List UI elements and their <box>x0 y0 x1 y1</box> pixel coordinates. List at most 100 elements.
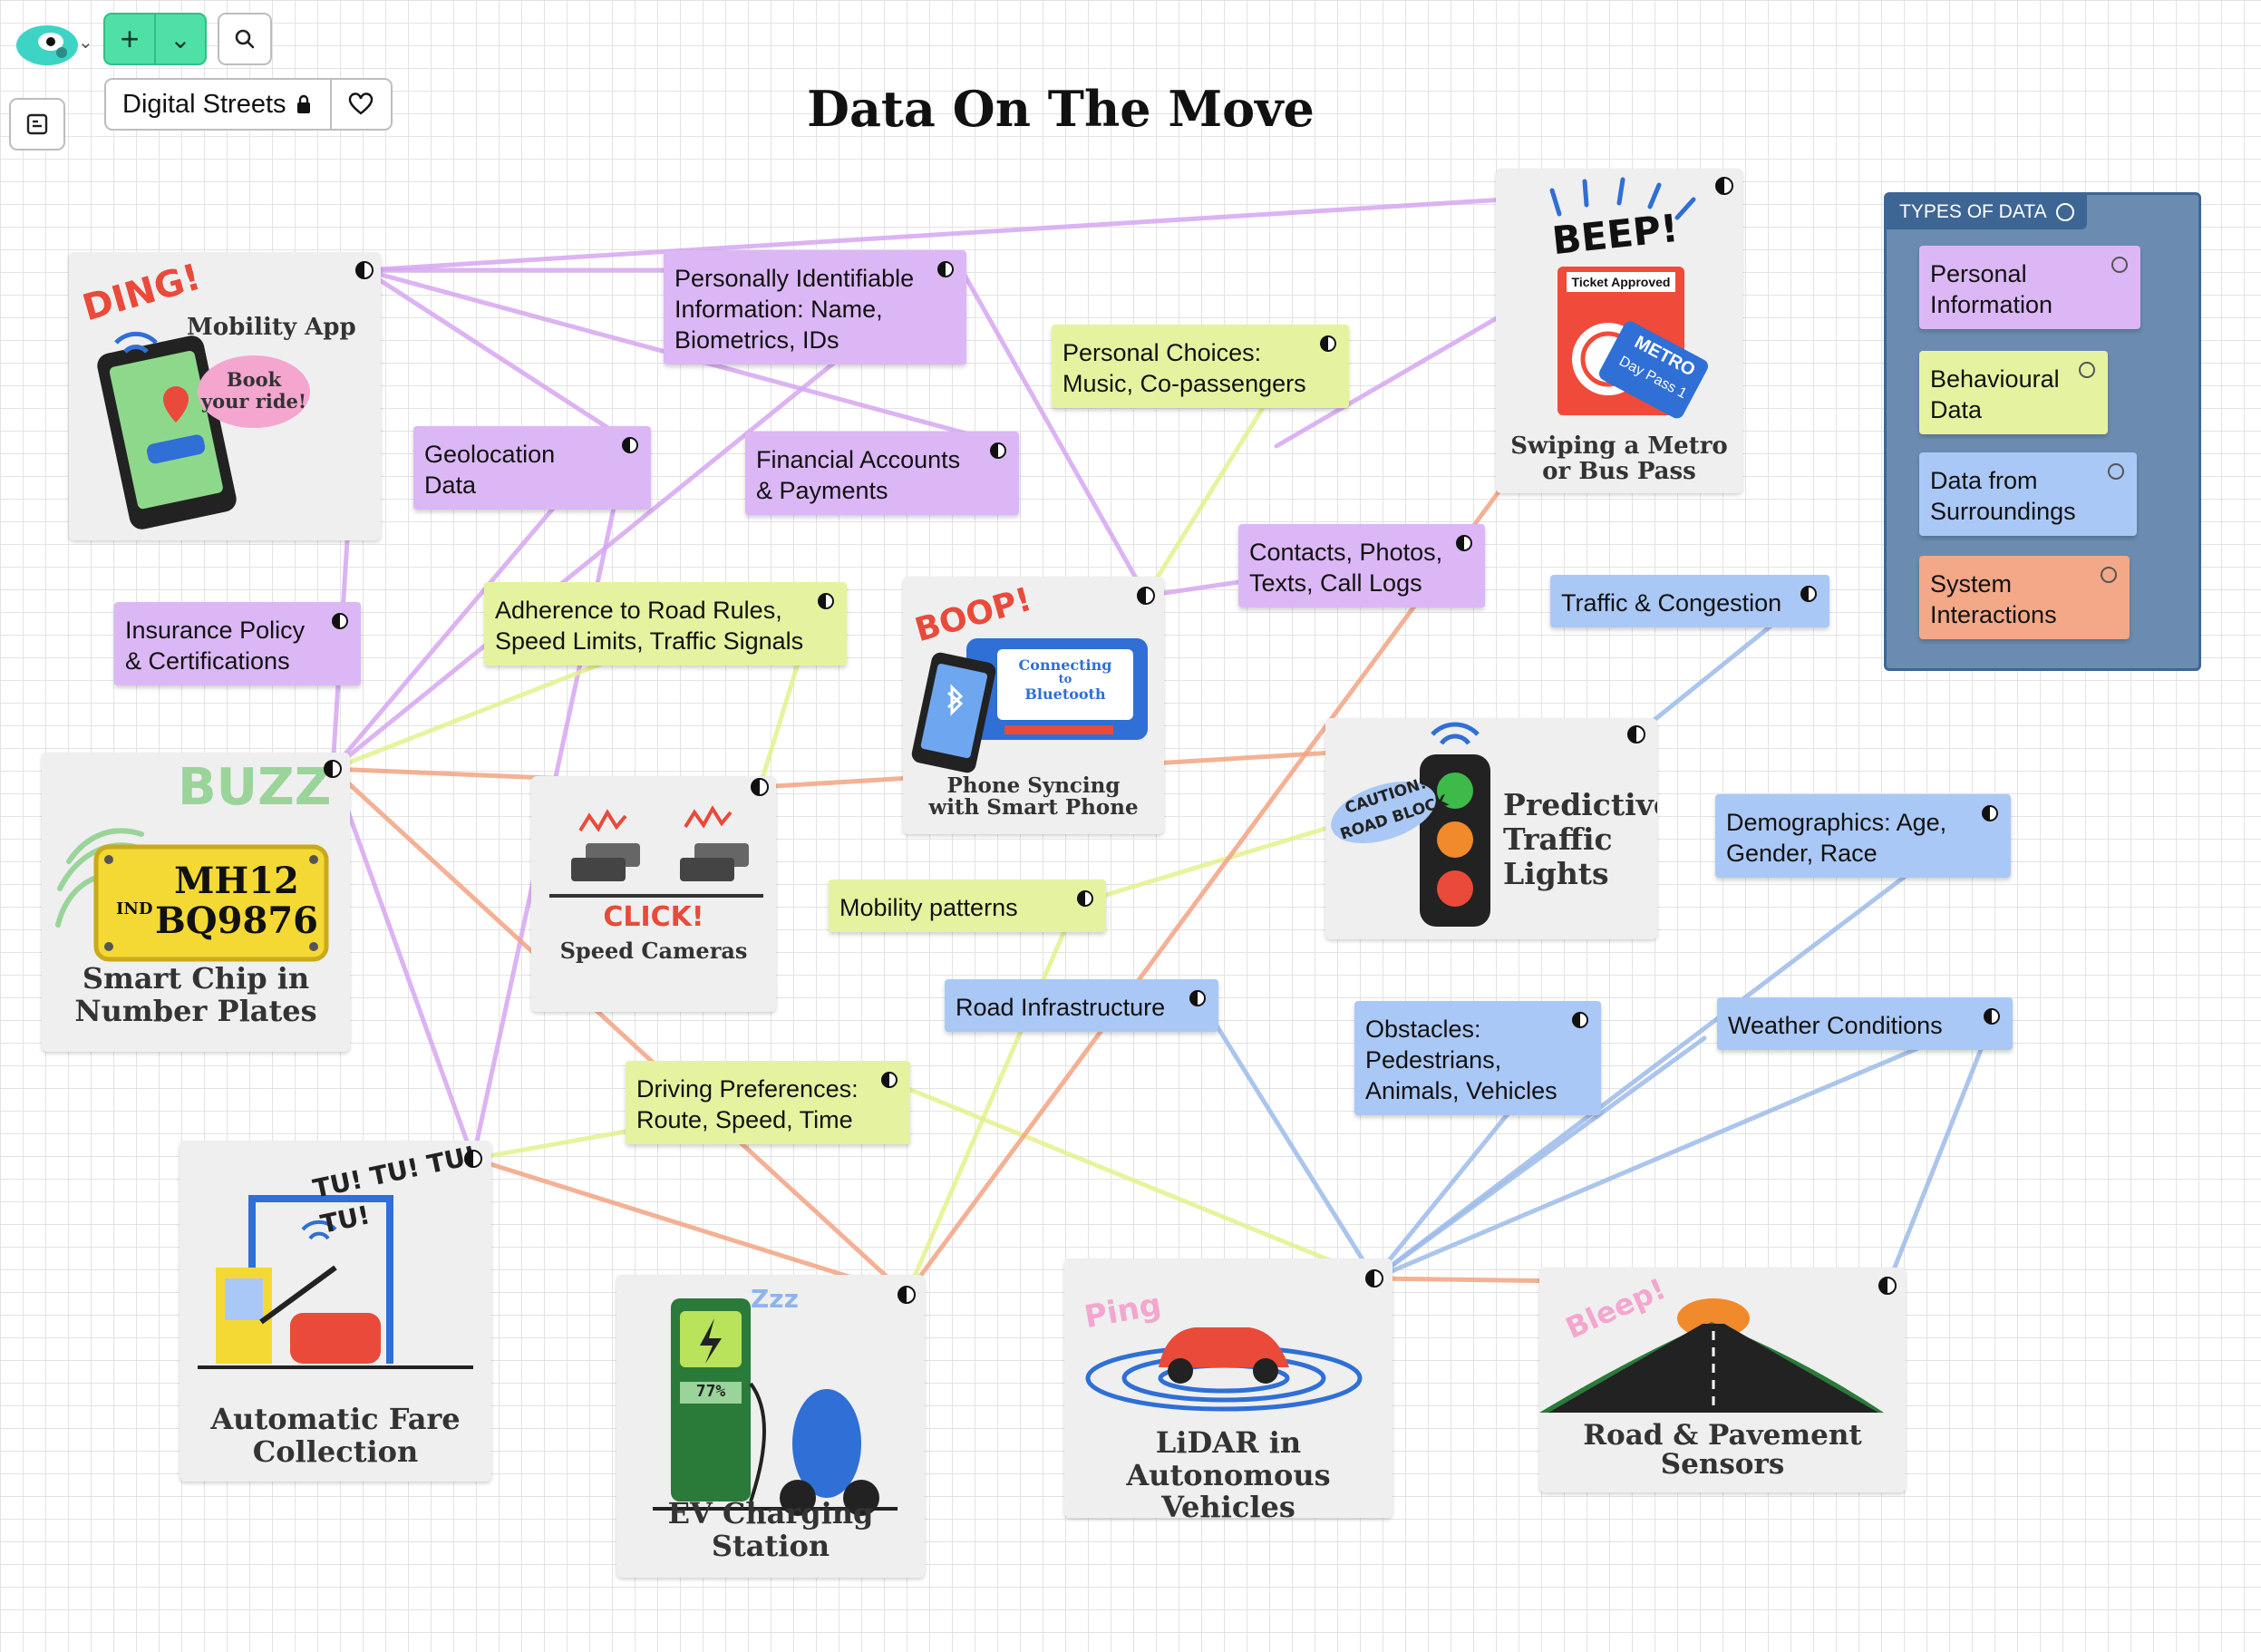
connector-knob-icon[interactable] <box>1982 805 1998 821</box>
ev-meter: 77% <box>695 1382 726 1401</box>
connector-knob-icon[interactable] <box>1456 535 1472 551</box>
legend-item-behavioural-text: Behavioural Data <box>1930 365 2060 423</box>
connector-knob-icon[interactable] <box>937 261 954 277</box>
connector-knob-icon[interactable] <box>1189 990 1206 1006</box>
connector-knob-icon[interactable] <box>622 437 638 453</box>
note-financial-text: Financial Accounts & Payments <box>756 446 961 504</box>
connector-dot-icon[interactable] <box>464 1150 482 1168</box>
note-personal-choices-text: Personal Choices: Music, Co-passengers <box>1063 339 1306 397</box>
connector-dot-icon[interactable] <box>1365 1269 1383 1288</box>
cat-logo-icon[interactable] <box>9 13 83 67</box>
connector-knob-icon[interactable] <box>1320 335 1336 352</box>
connector-knob-icon[interactable] <box>332 613 348 629</box>
connector-dot-icon[interactable] <box>1137 587 1155 605</box>
tl-caption-1: Predictive <box>1503 787 1657 822</box>
card-speed-cameras[interactable]: CLICK! Speed Cameras <box>531 776 776 1012</box>
note-road-rules-text: Adherence to Road Rules, Speed Limits, T… <box>495 597 804 655</box>
note-contacts[interactable]: Contacts, Photos, Texts, Call Logs <box>1238 524 1485 607</box>
bubble-line-1: Book <box>226 368 282 391</box>
connector-dot-icon[interactable] <box>1878 1277 1897 1295</box>
note-driving-prefs[interactable]: Driving Preferences: Route, Speed, Time <box>626 1061 910 1144</box>
note-traffic[interactable]: Traffic & Congestion <box>1550 575 1829 627</box>
connector-dot-icon[interactable] <box>324 760 342 778</box>
metro-caption-2: or Bus Pass <box>1542 458 1696 485</box>
connector-dot-icon[interactable] <box>355 261 374 279</box>
note-financial[interactable]: Financial Accounts & Payments <box>745 432 1019 515</box>
connector-line-23 <box>1372 1103 1517 1281</box>
speed-cameras-caption: Speed Cameras <box>559 938 748 964</box>
circle-icon <box>2111 257 2128 273</box>
note-pii[interactable]: Personally Identifiable Information: Nam… <box>664 250 966 364</box>
connector-knob-icon[interactable] <box>881 1072 898 1088</box>
card-number-plate[interactable]: BUZZ MH12 BQ9876 IND Smart Chip in Numbe… <box>42 753 350 1052</box>
card-ev-charging[interactable]: Zzz 77% EV Charging Station <box>616 1275 925 1578</box>
legend-item-personal[interactable]: Personal Information <box>1919 246 2140 329</box>
connector-knob-icon[interactable] <box>1077 890 1093 907</box>
bt-caption-2: with Smart Phone <box>928 795 1139 820</box>
add-button-group[interactable]: + ⌄ <box>103 13 207 65</box>
note-traffic-text: Traffic & Congestion <box>1561 589 1782 617</box>
note-demographics[interactable]: Demographics: Age, Gender, Race <box>1715 794 2011 878</box>
note-mobility-patterns[interactable]: Mobility patterns <box>829 879 1106 932</box>
plate-illustration <box>55 828 329 962</box>
panel-button[interactable] <box>9 98 65 151</box>
connector-line-10 <box>330 766 476 1161</box>
connector-line-26 <box>1885 1040 1986 1288</box>
card-road-sensors[interactable]: Bleep! Road & Pavement Sensors <box>1539 1268 1906 1492</box>
legend-item-system[interactable]: System Interactions <box>1919 556 2130 639</box>
legend-item-system-text: System Interactions <box>1930 570 2057 628</box>
note-road-rules[interactable]: Adherence to Road Rules, Speed Limits, T… <box>484 582 847 666</box>
sfx-click: CLICK! <box>603 901 704 933</box>
note-weather[interactable]: Weather Conditions <box>1717 997 2013 1050</box>
bt-screen-3: Bluetooth <box>1024 685 1106 703</box>
note-demographics-text: Demographics: Age, Gender, Race <box>1726 809 1947 867</box>
connector-dot-icon[interactable] <box>1627 725 1645 743</box>
connector-knob-icon[interactable] <box>1572 1012 1588 1028</box>
card-bluetooth[interactable]: BOOP! Connecting to Bluetooth Phone Sync… <box>903 577 1164 834</box>
ev-caption-1: EV Charging <box>667 1496 874 1531</box>
connector-line-18 <box>904 1085 1377 1281</box>
favourite-button[interactable] <box>329 80 391 129</box>
legend-header[interactable]: TYPES OF DATA <box>1887 195 2087 229</box>
note-obstacles[interactable]: Obstacles: Pedestrians, Animals, Vehicle… <box>1354 1001 1601 1115</box>
road-caption-1: Road & Pavement <box>1583 1419 1862 1452</box>
chevron-down-icon[interactable]: ⌄ <box>78 33 93 53</box>
phone-illustration <box>97 331 310 530</box>
legend-item-surroundings[interactable]: Data from Surroundings <box>1919 452 2137 536</box>
connector-dot-icon[interactable] <box>898 1286 916 1304</box>
connector-line-16 <box>904 895 1082 1297</box>
note-geolocation[interactable]: Geolocation Data <box>413 426 651 510</box>
connector-knob-icon[interactable] <box>990 442 1006 459</box>
note-obstacles-text: Obstacles: Pedestrians, Animals, Vehicle… <box>1365 1015 1557 1104</box>
note-road-infra[interactable]: Road Infrastructure <box>945 979 1218 1032</box>
card-lidar[interactable]: Ping LiDAR in Autonomous Vehicles <box>1064 1258 1393 1518</box>
card-metro-pass[interactable]: BEEP! Ticket Approved METRO Day Pass 1 S… <box>1496 169 1742 493</box>
ticket-approved: Ticket Approved <box>1571 275 1671 289</box>
search-button[interactable] <box>218 13 272 65</box>
lock-icon <box>296 94 310 113</box>
bt-caption-1: Phone Syncing <box>946 773 1121 798</box>
mobility-app-title: Mobility App <box>187 314 356 341</box>
connector-knob-icon[interactable] <box>818 593 834 609</box>
board-name-box[interactable]: Digital Streets <box>104 78 393 131</box>
plus-icon[interactable]: + <box>120 20 140 57</box>
circle-icon <box>2101 567 2117 583</box>
plate-caption-1: Smart Chip in <box>82 961 310 996</box>
note-personal-choices[interactable]: Personal Choices: Music, Co-passengers <box>1052 325 1349 408</box>
chevron-down-icon[interactable]: ⌄ <box>170 24 191 53</box>
connector-dot-icon[interactable] <box>1715 177 1733 195</box>
note-insurance[interactable]: Insurance Policy & Certifications <box>114 602 361 685</box>
connector-knob-icon[interactable] <box>1800 586 1817 602</box>
card-mobility-app[interactable]: DING! Mobility App Book your ride! <box>69 252 381 540</box>
lidar-caption-2: Autonomous Vehicles <box>1126 1458 1331 1518</box>
types-of-data-legend[interactable]: TYPES OF DATA Personal Information Behav… <box>1884 192 2201 671</box>
connector-dot-icon[interactable] <box>751 778 769 796</box>
connector-knob-icon[interactable] <box>1984 1008 2000 1025</box>
plate-line-1: MH12 <box>174 860 299 902</box>
card-traffic-lights[interactable]: CAUTION! ROAD BLOCK Predictive Traffic L… <box>1325 718 1657 939</box>
card-fare-collection[interactable]: TU! TU! TU! TU! Automatic Fare Collectio… <box>180 1141 491 1482</box>
board-title: Data On The Move <box>807 80 1315 138</box>
legend-item-behavioural[interactable]: Behavioural Data <box>1919 351 2108 434</box>
ev-illustration <box>653 1298 898 1516</box>
board-name[interactable]: Digital Streets <box>106 90 330 120</box>
